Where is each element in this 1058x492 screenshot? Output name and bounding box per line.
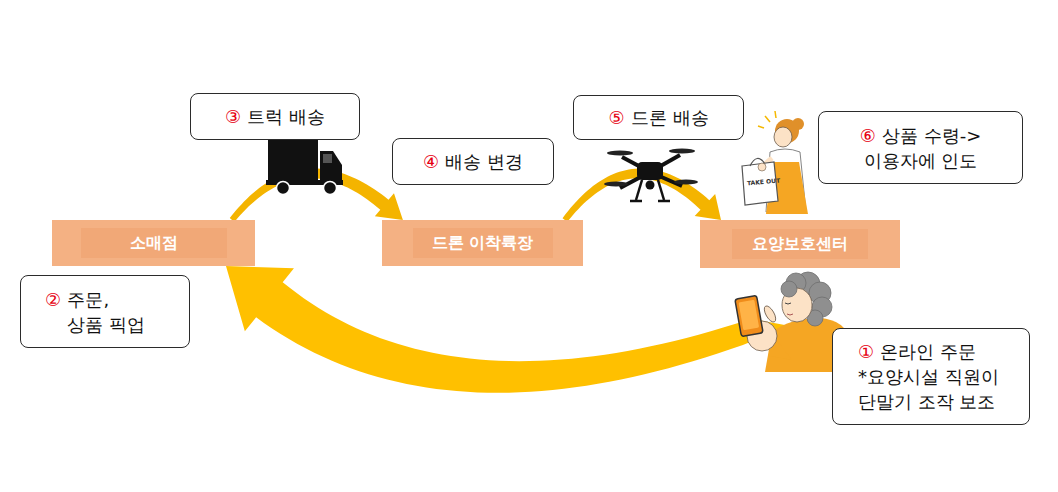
truck-icon-part (324, 182, 337, 195)
staff-member-part (762, 158, 772, 170)
callout-number: ⑥ (860, 125, 876, 146)
drone-icon (604, 149, 698, 202)
callout-text: 배송 변경 (445, 151, 523, 172)
phone-icon (735, 295, 763, 336)
staff-member-part (775, 111, 776, 118)
staff-member-part (750, 158, 765, 166)
user-hair-part (786, 273, 806, 293)
callout-text: 상품 수령-> 이용자에 인도 (864, 125, 982, 171)
callout-number: ④ (423, 151, 439, 172)
truck-icon-part (268, 140, 318, 180)
callout-number: ② (45, 287, 61, 312)
staff-member-part (775, 119, 799, 143)
location-band: 드론 이착륙장 (382, 220, 583, 266)
staff-member-part (758, 163, 766, 171)
truck-icon (266, 140, 343, 195)
callout-number: ③ (225, 106, 241, 127)
truck-icon-part (266, 180, 343, 185)
callout-text: 주문, 상품 픽업 (67, 287, 145, 337)
flow-arrow (563, 168, 721, 221)
staff-member (742, 111, 808, 214)
phone-icon-part (739, 300, 760, 330)
elderly-user-part (785, 303, 791, 304)
staff-member-part (792, 118, 804, 130)
elderly-user-part (747, 321, 777, 351)
truck-icon-part (320, 151, 342, 184)
elderly-user-part (769, 338, 792, 360)
flow-arrow (226, 266, 834, 393)
callout-number: ⑤ (608, 107, 624, 128)
drone-icon-part (658, 180, 664, 200)
drone-icon-part (607, 151, 633, 156)
text-row: ⑥상품 수령-> 이용자에 인도 (860, 123, 982, 173)
location-name: 요양보호센터 (732, 229, 868, 259)
callout-box: ⑥상품 수령-> 이용자에 인도 (818, 111, 1023, 184)
callout-box: ④ 배송 변경 (392, 138, 554, 185)
text-row: ②주문, 상품 픽업 (45, 287, 145, 337)
drone-icon-part (658, 200, 670, 203)
flow-arrow (230, 168, 403, 222)
text-row: ① 온라인 주문 (858, 339, 976, 364)
text-row: ③ 트럭 배송 (225, 104, 325, 129)
callout-box: ① 온라인 주문 *요양시설 직원이 단말기 조작 보조 (832, 328, 1030, 425)
location-name: 소매점 (81, 228, 227, 258)
user-hair (786, 272, 832, 326)
elderly-user-part (762, 304, 778, 324)
location-name: 드론 이착륙장 (413, 228, 553, 258)
text-row: *요양시설 직원이 단말기 조작 보조 (858, 364, 999, 414)
callout-box: ③ 트럭 배송 (190, 93, 360, 140)
truck-icon-part (277, 182, 290, 195)
drone-icon-part (636, 180, 642, 200)
callout-number: ① (858, 341, 874, 362)
drone-icon-part (637, 162, 663, 180)
drone-icon-part (669, 149, 695, 154)
user-hair-part (809, 282, 831, 304)
text-row: ④ 배송 변경 (423, 149, 523, 174)
elderly-user-part (781, 281, 797, 297)
staff-member-part (758, 126, 764, 128)
drone-icon-part (604, 182, 628, 187)
elderly-user-part (787, 314, 793, 315)
callout-box: ⑤ 드론 배송 (573, 95, 744, 140)
drone-icon-part (646, 181, 655, 190)
location-band: 요양보호센터 (700, 220, 900, 268)
staff-member-part (766, 162, 808, 214)
elderly-user-part (782, 288, 812, 322)
drone-icon-part (650, 155, 680, 172)
staff-member-part (774, 127, 792, 147)
callout-text: 드론 배송 (631, 107, 709, 128)
callout-text: 트럭 배송 (247, 106, 325, 127)
bag-print: TAKE OUT (747, 178, 781, 187)
drone-icon-part (630, 200, 642, 203)
user-hair-part (807, 310, 823, 326)
callout-box: ②주문, 상품 픽업 (20, 275, 190, 348)
user-hair-part (812, 297, 832, 317)
callout-text: 온라인 주문 (880, 341, 976, 362)
drone-icon-part (650, 172, 682, 186)
text-row: ⑤ 드론 배송 (608, 105, 708, 130)
staff-member-part (765, 116, 770, 122)
truck-icon-part (323, 154, 332, 163)
user-hair-part (796, 272, 820, 296)
drone-icon-part (622, 157, 650, 172)
callout-text: *요양시설 직원이 단말기 조작 보조 (858, 366, 999, 412)
drone-icon-part (620, 172, 650, 188)
location-band: 소매점 (52, 220, 255, 266)
drone-icon-part (674, 180, 698, 185)
phone-icon-part (735, 295, 763, 336)
